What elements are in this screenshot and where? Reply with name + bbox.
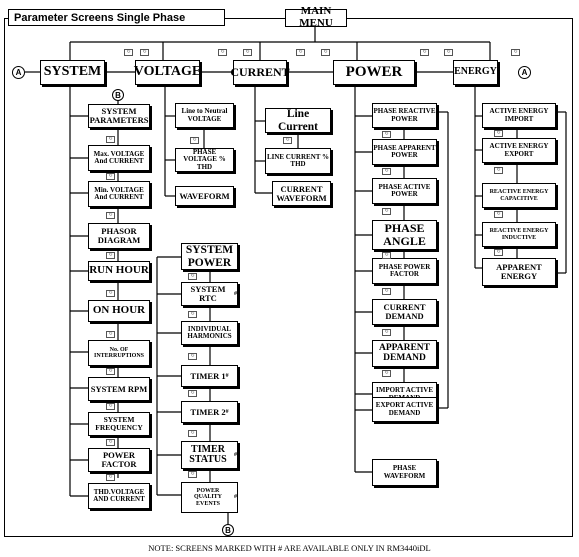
screen-run-hour: RUN HOUR [88,261,150,281]
screen-timer-1: TIMER 1# [181,365,238,387]
screen-reactive-energy-capacitive: REACTIVE ENERGY CAPACITIVE [482,183,556,208]
timer-status-label: TIMER STATUS [189,443,227,465]
screen-export-active-demand: EXPORT ACTIVE DEMAND [372,397,437,422]
screen-system-rtc: SYSTEM RTC # [181,282,238,306]
screen-line-to-neutral-voltage: Line to Neutral VOLTAGE [175,103,234,128]
screen-max-voltage-current: Max. VOLTAGE And CURRENT [88,145,150,171]
screen-on-hour: ON HOUR [88,300,150,322]
key-icon: ↻ [106,331,115,338]
screen-phase-angle: PHASE ANGLE [372,220,437,250]
screen-individual-harmonics: INDIVIDUAL HARMONICS [181,321,238,345]
key-icon: ↻ [420,49,429,56]
key-icon: ↻ [140,49,149,56]
screen-timer-2: TIMER 2# [181,401,238,423]
key-icon: ↻ [106,252,115,259]
screen-system-frequency: SYSTEM FREQUENCY [88,412,150,436]
key-icon: ↻ [106,474,115,481]
screen-apparent-energy: APPARENT ENERGY [482,258,556,286]
screen-power-quality-events: POWER QUALITY EVENTS # [181,482,238,513]
key-icon: ↻ [188,430,197,437]
key-icon: ↻ [382,370,391,377]
key-icon: ↻ [494,249,503,256]
screen-phase-voltage-thd: PHASE VOLTAGE % THD [175,148,234,172]
screen-min-voltage-current: Min. VOLTAGE And CURRENT [88,181,150,207]
screen-system-parameters: SYSTEM PARAMETERS [88,104,150,128]
key-icon: ↻ [106,173,115,180]
key-icon: ↻ [321,49,330,56]
key-icon: ↻ [188,273,197,280]
footnote: NOTE: SCREENS MARKED WITH # ARE AVAILABL… [148,543,431,553]
screen-line-current-thd: LINE CURRENT % THD [265,148,331,174]
key-icon: ↻ [188,471,197,478]
main-menu-box: MAIN MENU [285,6,347,29]
connector-b-bottom: B [222,524,234,536]
timer-1-hash: # [225,372,229,379]
menu-energy: ENERGY [453,60,498,85]
key-icon: ↻ [494,167,503,174]
pq-events-hash: # [234,494,237,501]
key-icon: ↻ [382,208,391,215]
key-icon: ↻ [494,130,503,137]
screen-thd-voltage-current: THD.VOLTAGE AND CURRENT [88,483,150,509]
key-icon: ↻ [382,288,391,295]
key-icon: ↻ [218,49,227,56]
screen-phase-apparent-power: PHASE APPARENT POWER [372,139,437,165]
menu-voltage: VOLTAGE [134,60,201,85]
screen-system-power: SYSTEM POWER [181,243,238,270]
diagram-title: Parameter Screens Single Phase [8,9,225,26]
key-icon: ↻ [106,212,115,219]
menu-system: SYSTEM [40,60,105,85]
screen-phase-active-power: PHASE ACTIVE POWER [372,178,437,204]
menu-power: POWER [333,60,415,85]
connector-a-right: A [518,66,531,79]
key-icon: ↻ [106,403,115,410]
screen-active-energy-import: ACTIVE ENERGY IMPORT [482,103,556,128]
screen-interruptions: No. OF INTERRUPTIONS [88,340,150,366]
key-icon: ↻ [106,368,115,375]
screen-line-current: Line Current [265,108,331,133]
screen-power-factor: POWER FACTOR [88,448,150,472]
screen-current-waveform: CURRENT WAVEFORM [272,181,331,206]
screen-phase-power-factor: PHASE POWER FACTOR [372,258,437,284]
timer-2-label: TIMER 2 [190,406,226,417]
key-icon: ↻ [382,329,391,336]
key-icon: ↻ [188,311,197,318]
screen-voltage-waveform: WAVEFORM [175,186,234,206]
key-icon: ↻ [444,49,453,56]
key-icon: ↻ [190,137,199,144]
key-icon: ↻ [243,49,252,56]
system-rtc-label: SYSTEM RTC [190,284,226,303]
key-icon: ↻ [106,290,115,297]
key-icon: ↻ [188,353,197,360]
screen-system-rpm: SYSTEM RPM [88,377,150,401]
key-icon: ↻ [296,49,305,56]
key-icon: ↻ [106,439,115,446]
screen-active-energy-export: ACTIVE ENERGY EXPORT [482,138,556,163]
screen-current-demand: CURRENT DEMAND [372,299,437,325]
key-icon: ↻ [494,211,503,218]
key-icon: ↻ [511,49,520,56]
key-icon: ↻ [382,131,391,138]
screen-phase-reactive-power: PHASE REACTIVE POWER [372,103,437,128]
power-quality-events-label: POWER QUALITY EVENTS [193,488,222,507]
key-icon: ↻ [382,252,391,259]
rtc-hash: # [234,290,237,297]
key-icon: ↻ [382,168,391,175]
key-icon: ↻ [124,49,133,56]
screen-phase-waveform: PHASE WAVEFORM [372,459,437,486]
connector-a-left: A [12,66,25,79]
key-icon: ↻ [188,390,197,397]
screen-phasor-diagram: PHASOR DIAGRAM [88,223,150,249]
screen-timer-status: TIMER STATUS # [181,441,238,469]
timer-2-hash: # [225,408,229,415]
connector-b-top: B [112,89,124,101]
menu-current: CURRENT [230,60,290,85]
key-icon: ↻ [106,136,115,143]
key-icon: ↻ [283,137,292,144]
screen-reactive-energy-inductive: REACTIVE ENERGY INDUCTIVE [482,222,556,247]
timer-status-hash: # [234,451,237,458]
screen-apparent-demand: APPARENT DEMAND [372,340,437,367]
timer-1-label: TIMER 1 [190,370,226,381]
